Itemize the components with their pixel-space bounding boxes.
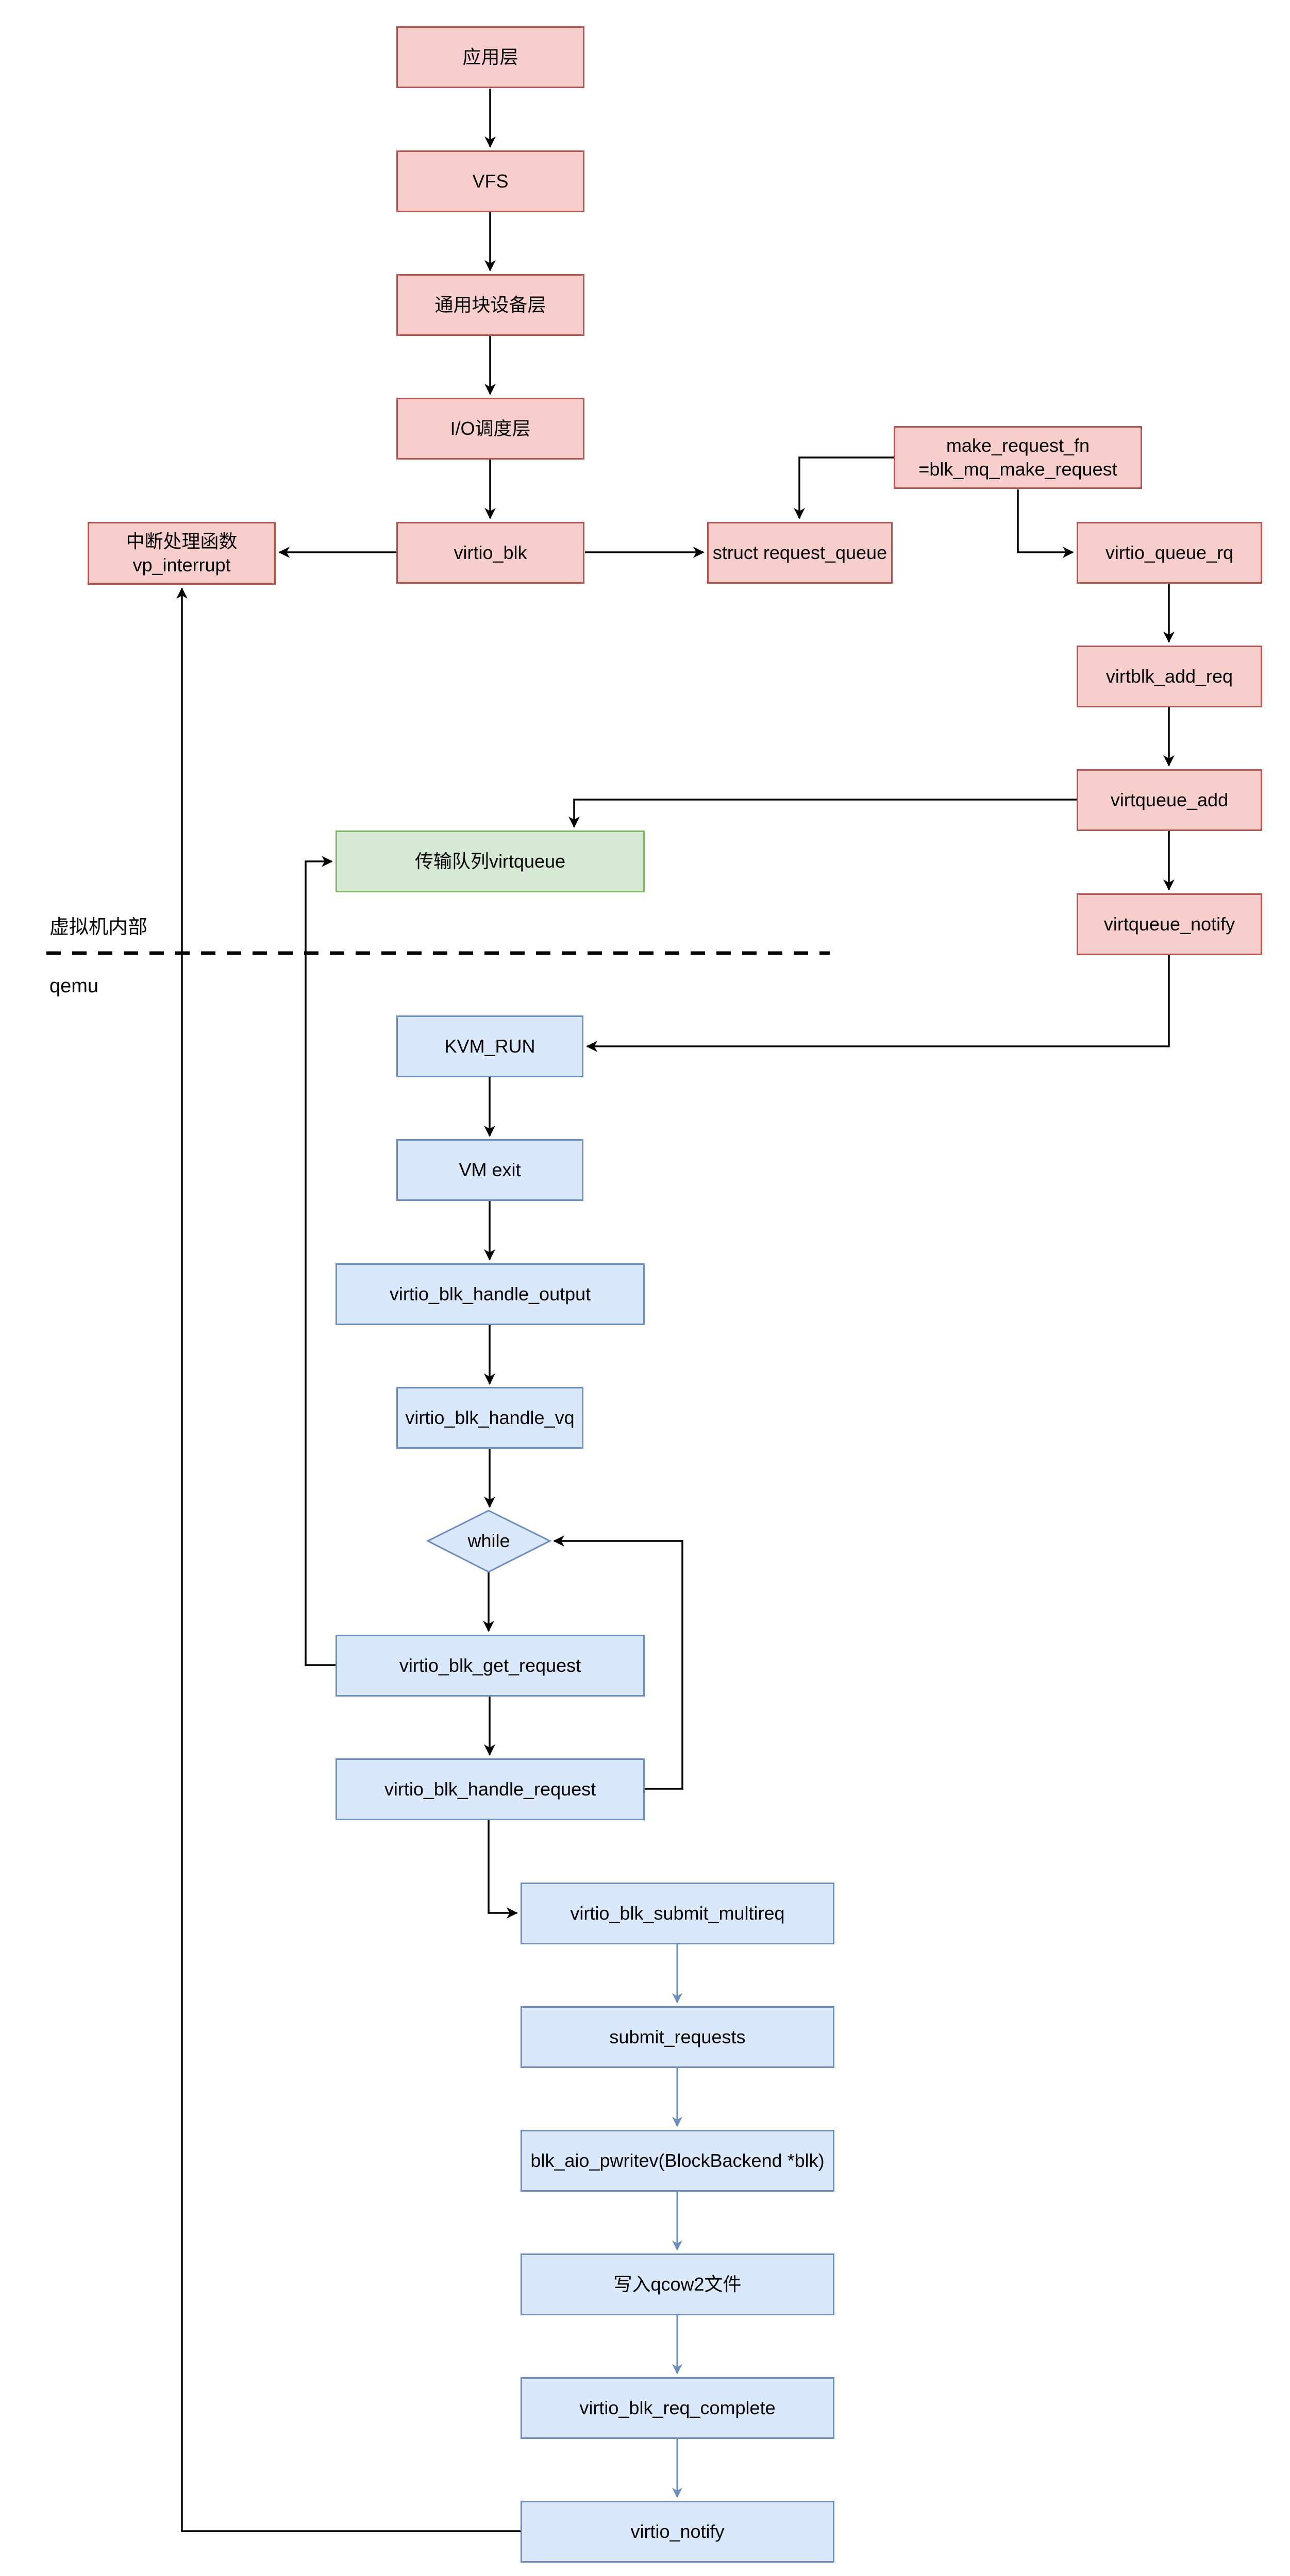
edge-get-request-to-virtqueue <box>305 856 336 1666</box>
node-vm-exit-label: VM exit <box>459 1159 521 1180</box>
node-virtio-queue-rq-label: virtio_queue_rq <box>1105 541 1234 563</box>
node-make-request-fn: make_request_fn =blk_mq_make_request <box>894 426 1142 489</box>
node-struct-request-queue: struct request_queue <box>707 522 893 584</box>
node-virtio-blk-handle-output-label: virtio_blk_handle_output <box>389 1283 591 1304</box>
node-make-request-fn-label-line2: =blk_mq_make_request <box>918 459 1117 480</box>
edge-virtqueue-add-to-virtqueue <box>568 799 1077 828</box>
node-virtqueue-label: 传输队列virtqueue <box>414 850 566 872</box>
node-virtqueue: 传输队列virtqueue <box>336 831 645 892</box>
node-submit-requests-label: submit_requests <box>609 2026 746 2047</box>
node-virtblk-add-req: virtblk_add_req <box>1077 646 1262 707</box>
node-io-scheduler-layer: I/O调度层 <box>396 398 584 460</box>
node-virtio-blk-handle-output: virtio_blk_handle_output <box>336 1263 645 1325</box>
node-virtblk-add-req-label: virtblk_add_req <box>1105 665 1233 687</box>
node-virtqueue-notify: virtqueue_notify <box>1077 893 1262 955</box>
node-virtqueue-add-label: virtqueue_add <box>1110 789 1229 810</box>
region-label-inside-vm: 虚拟机内部 <box>49 917 148 938</box>
node-virtio-blk-handle-vq: virtio_blk_handle_vq <box>396 1387 583 1449</box>
node-virtio-blk-req-complete-label: virtio_blk_req_complete <box>579 2397 776 2418</box>
edge-make-request-fn-to-virtio-queue-rq <box>1017 489 1074 558</box>
node-app-layer: 应用层 <box>396 26 584 88</box>
while-diamond-shape <box>426 1510 552 1573</box>
region-label-qemu: qemu <box>49 975 99 997</box>
node-blk-aio-pwritev: blk_aio_pwritev(BlockBackend *blk) <box>521 2130 834 2192</box>
node-write-qcow2: 写入qcow2文件 <box>521 2253 834 2315</box>
edge-handle-request-to-submit-multireq <box>488 1820 518 1919</box>
node-virtio-blk-submit-multireq: virtio_blk_submit_multireq <box>521 1883 834 1944</box>
node-submit-requests: submit_requests <box>521 2006 834 2068</box>
node-virtqueue-add: virtqueue_add <box>1077 769 1262 831</box>
node-virtio-queue-rq: virtio_queue_rq <box>1077 522 1262 584</box>
node-app-layer-label: 应用层 <box>462 46 518 67</box>
node-kvm-run: KVM_RUN <box>396 1015 583 1077</box>
edge-handle-request-to-while-loop <box>553 1535 683 1790</box>
node-kvm-run-label: KVM_RUN <box>444 1035 535 1057</box>
node-virtio-blk-handle-request-label: virtio_blk_handle_request <box>384 1778 596 1800</box>
node-struct-request-queue-label: struct request_queue <box>712 541 887 563</box>
node-vfs-label: VFS <box>472 170 509 192</box>
node-virtio-blk-label: virtio_blk <box>454 541 527 563</box>
node-virtio-notify-label: virtio_notify <box>630 2520 725 2542</box>
node-io-scheduler-layer-label: I/O调度层 <box>450 417 531 439</box>
node-generic-block-layer: 通用块设备层 <box>396 274 584 336</box>
node-virtio-blk-handle-request: virtio_blk_handle_request <box>336 1758 645 1820</box>
node-vfs: VFS <box>396 150 584 212</box>
node-vm-exit: VM exit <box>396 1139 583 1201</box>
node-while-label: while <box>467 1530 510 1552</box>
node-virtio-blk-get-request-label: virtio_blk_get_request <box>399 1654 581 1676</box>
node-while: while <box>428 1511 550 1572</box>
node-vp-interrupt: 中断处理函数 vp_interrupt <box>88 522 276 585</box>
node-virtio-blk-req-complete: virtio_blk_req_complete <box>521 2377 834 2439</box>
node-virtio-blk-get-request: virtio_blk_get_request <box>336 1635 645 1697</box>
node-vp-interrupt-label-line1: 中断处理函数 <box>126 530 238 552</box>
node-generic-block-layer-label: 通用块设备层 <box>434 294 546 315</box>
node-virtio-blk-handle-vq-label: virtio_blk_handle_vq <box>405 1406 575 1428</box>
edge-virtio-notify-to-vp-interrupt <box>176 587 521 2532</box>
node-virtio-blk: virtio_blk <box>396 522 584 584</box>
node-virtio-notify: virtio_notify <box>521 2501 834 2563</box>
edge-make-request-fn-to-request-queue <box>794 456 894 519</box>
node-vp-interrupt-label-line2: vp_interrupt <box>132 554 231 575</box>
node-virtqueue-notify-label: virtqueue_notify <box>1103 913 1235 935</box>
node-blk-aio-pwritev-label: blk_aio_pwritev(BlockBackend *blk) <box>530 2149 825 2171</box>
node-virtio-blk-submit-multireq-label: virtio_blk_submit_multireq <box>570 1902 785 1924</box>
node-make-request-fn-label-line1: make_request_fn <box>946 434 1090 456</box>
edge-virtqueue-notify-to-kvm-run <box>586 955 1170 1052</box>
node-write-qcow2-label: 写入qcow2文件 <box>613 2273 742 2295</box>
